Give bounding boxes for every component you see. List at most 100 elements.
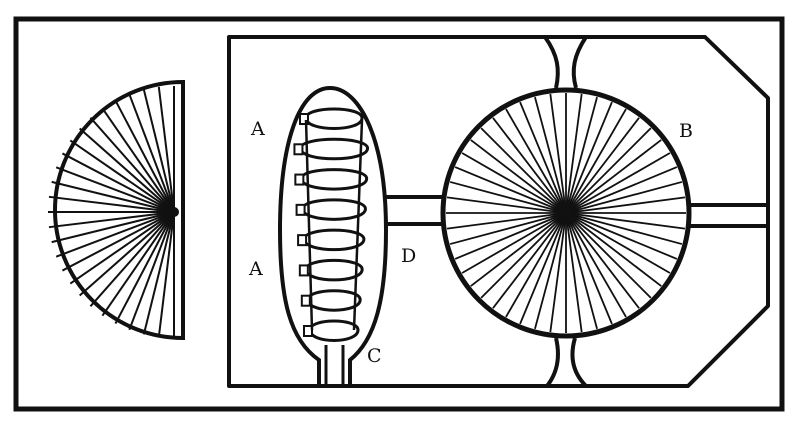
wheel-spoke — [492, 212, 567, 309]
coil-turn — [304, 107, 364, 130]
coil-tab — [297, 234, 308, 247]
coil — [293, 107, 370, 342]
coil-turn — [304, 259, 364, 282]
inner-box — [227, 35, 770, 388]
fan-spoke — [61, 211, 175, 272]
coil-tab — [293, 143, 304, 156]
wheel-spoke — [549, 212, 567, 333]
wheel-spoke — [505, 108, 567, 214]
wheel-spoke — [565, 212, 686, 230]
wheel-spoke — [505, 212, 567, 318]
wheel-spoke — [565, 212, 598, 330]
coil-tab — [299, 113, 309, 125]
wheel-spoke — [565, 108, 627, 214]
wheel-spoke — [565, 152, 671, 214]
fan-spoke — [69, 139, 175, 213]
wheel-spoke — [565, 212, 671, 274]
capsule-tube — [277, 85, 389, 385]
wheel-spoke — [565, 212, 662, 287]
fan-spoke — [51, 211, 175, 244]
fan-spoke — [79, 211, 175, 297]
fan-spoke — [48, 211, 175, 229]
wheel-spoke — [446, 212, 567, 230]
wheel-spoke — [565, 212, 683, 245]
label-a-lower: A — [248, 258, 263, 280]
coil-tab — [300, 294, 311, 307]
wheel-spoke — [565, 96, 598, 214]
wheel-spoke — [565, 196, 686, 214]
fan-spoke — [142, 211, 175, 335]
fan-spoke — [89, 211, 175, 307]
coil-rail-left — [304, 119, 314, 331]
wheel-spoke — [565, 212, 640, 309]
wheel-spoke — [534, 212, 567, 330]
wheel-spoke — [480, 212, 567, 299]
coil-rail-right — [352, 119, 364, 331]
fan-spoke — [51, 180, 175, 213]
wheel-spoke — [565, 101, 613, 214]
wheel-hub — [560, 207, 572, 219]
coil-turn — [299, 168, 369, 191]
wheel-spoke — [565, 212, 678, 260]
wheel-spoke — [549, 93, 567, 214]
coil-turn — [301, 198, 367, 221]
coil-turn — [302, 228, 366, 252]
fan-spoke — [55, 166, 175, 213]
half-disk-spokes — [48, 86, 175, 338]
label-b: B — [679, 120, 693, 142]
wheel-spoke — [534, 96, 567, 214]
fan-spoke — [48, 195, 175, 213]
wheel-spoke — [492, 117, 567, 214]
wheel-spoke — [565, 127, 652, 214]
wheel-spoke — [565, 212, 627, 318]
coil-tab — [294, 173, 305, 186]
top-support — [543, 35, 588, 89]
pipe-right — [688, 203, 768, 228]
wheel-spoke — [565, 166, 678, 214]
wheel-spoke — [565, 212, 613, 325]
wheel-spoke — [519, 212, 567, 325]
wheel-spoke — [565, 212, 652, 299]
fan-spoke — [101, 211, 175, 317]
pipe-d — [386, 195, 444, 226]
fan-spoke — [142, 89, 175, 213]
bottom-support — [545, 337, 588, 388]
half-disk-fan — [48, 79, 185, 341]
capsule-stem — [324, 345, 345, 385]
label-a-upper: A — [250, 118, 265, 140]
coil-tab — [303, 325, 313, 337]
wheel-spoke — [565, 212, 583, 333]
fan-spoke — [128, 93, 175, 213]
outer-frame — [13, 16, 785, 412]
fan-spoke — [101, 107, 175, 213]
coil-turn — [298, 137, 370, 161]
coil-tab — [295, 203, 306, 216]
wheel-spoke — [461, 152, 567, 214]
wheel-spoke — [470, 139, 567, 214]
fan-spoke — [114, 99, 175, 213]
fan-spoke — [69, 211, 175, 285]
wheel-spoke — [565, 93, 583, 214]
fan-spoke — [79, 127, 175, 213]
wheel-spoke — [449, 212, 567, 245]
wheel-spoke — [565, 181, 683, 214]
fan-spoke — [114, 211, 175, 325]
fan-spoke — [89, 117, 175, 213]
wheel-spoke — [480, 127, 567, 214]
wheel-spoke — [470, 212, 567, 287]
wheel-spoke — [454, 166, 567, 214]
coil-turn — [308, 319, 360, 342]
spoked-wheel — [440, 87, 692, 339]
half-disk-hub — [169, 207, 179, 217]
wheel-spokes — [446, 93, 686, 333]
capsule-outline — [277, 85, 389, 385]
fan-spoke — [157, 86, 175, 213]
fan-spoke — [157, 211, 175, 338]
wheel-spoke — [519, 101, 567, 214]
coil-tab — [298, 264, 309, 277]
coil-turn — [306, 289, 362, 312]
wheel-spoke — [446, 196, 567, 214]
wheel-spoke — [449, 181, 567, 214]
fan-spoke — [128, 211, 175, 331]
